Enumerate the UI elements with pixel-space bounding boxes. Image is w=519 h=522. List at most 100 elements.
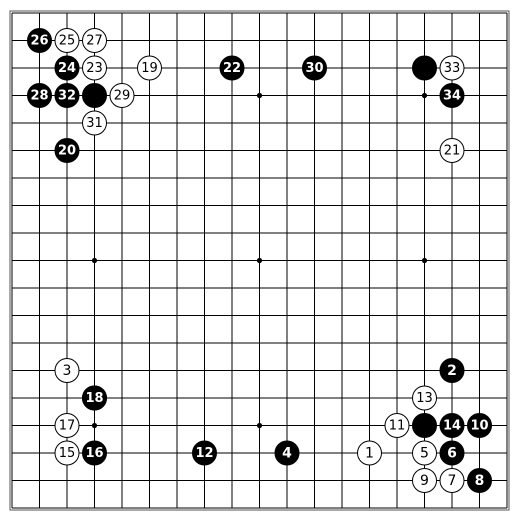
move-number-label: 4 — [282, 446, 292, 462]
stone-disc — [412, 385, 437, 411]
stone-disc — [439, 83, 465, 108]
move-number-label: 15 — [59, 446, 76, 461]
white-stone: 17 — [54, 413, 80, 438]
stone-disc — [54, 358, 80, 383]
move-number-label: 16 — [85, 446, 103, 461]
black-stone: 20 — [54, 138, 80, 163]
stone-disc — [467, 413, 492, 438]
stone-disc — [219, 55, 245, 81]
stone-disc — [82, 55, 107, 81]
move-number-label: 20 — [58, 144, 76, 159]
move-number-label: 1 — [365, 446, 374, 462]
move-number-label: 7 — [448, 473, 457, 489]
move-number-label: 17 — [59, 419, 76, 434]
black-stone: 34 — [439, 83, 465, 108]
move-number-label: 3 — [63, 363, 72, 379]
stone-disc — [137, 55, 162, 81]
move-number-label: 25 — [59, 34, 76, 49]
move-number-label: 34 — [443, 89, 461, 104]
stone-disc — [412, 468, 437, 493]
white-stone: 11 — [384, 413, 410, 438]
black-stone: 28 — [27, 83, 52, 108]
stone-disc — [274, 440, 300, 466]
move-number-label: 26 — [30, 34, 48, 49]
move-number-label: 31 — [86, 116, 103, 131]
stone-disc — [467, 468, 492, 493]
stone-disc — [192, 440, 217, 466]
black-stone — [82, 83, 107, 108]
white-stone: 21 — [439, 138, 465, 163]
star-point — [256, 422, 263, 429]
move-number-label: 32 — [58, 89, 76, 104]
black-stone: 14 — [439, 413, 465, 438]
stone-disc — [439, 468, 465, 493]
move-number-label: 19 — [141, 61, 158, 76]
star-point — [91, 422, 98, 429]
black-stone: 32 — [54, 83, 80, 108]
move-number-label: 12 — [195, 446, 213, 461]
white-stone: 27 — [82, 28, 107, 53]
white-stone: 29 — [109, 83, 135, 108]
stone-disc — [109, 83, 135, 108]
black-stone: 12 — [192, 440, 217, 466]
stone-disc — [302, 55, 327, 81]
white-stone: 7 — [439, 468, 465, 493]
black-stone: 30 — [302, 55, 327, 81]
board-outer-frame — [9, 10, 510, 511]
move-number-label: 24 — [58, 61, 76, 76]
stone-disc — [439, 413, 465, 438]
stone-disc — [439, 440, 465, 466]
black-stone: 4 — [274, 440, 300, 466]
move-number-label: 27 — [86, 34, 103, 49]
white-stone: 9 — [412, 468, 437, 493]
stone-disc — [54, 55, 80, 81]
star-point — [91, 257, 98, 264]
stone-disc — [412, 440, 437, 466]
move-number-label: 18 — [85, 391, 103, 406]
move-number-label: 6 — [447, 446, 457, 462]
stone-disc — [82, 440, 107, 466]
star-point — [256, 257, 263, 264]
stone-disc — [82, 110, 107, 136]
stone-disc — [54, 138, 80, 163]
move-number-label: 5 — [420, 446, 429, 462]
move-number-label: 11 — [389, 419, 406, 434]
move-number-label: 21 — [444, 144, 461, 159]
white-stone: 23 — [82, 55, 107, 81]
stone-disc — [54, 28, 80, 53]
black-stone — [412, 55, 437, 81]
stone-disc — [54, 413, 80, 438]
stone-disc — [384, 413, 410, 438]
move-number-label: 28 — [30, 89, 48, 104]
white-stone: 5 — [412, 440, 437, 466]
black-stone: 8 — [467, 468, 492, 493]
move-number-label: 2 — [447, 363, 457, 379]
black-stone — [412, 413, 437, 438]
move-number-label: 30 — [305, 61, 323, 76]
stone-disc — [412, 55, 437, 81]
black-stone: 6 — [439, 440, 465, 466]
white-stone: 25 — [54, 28, 80, 53]
white-stone: 33 — [439, 55, 465, 81]
stone-disc — [412, 413, 437, 438]
stone-disc — [27, 28, 52, 53]
stone-disc — [82, 385, 107, 411]
stone-disc — [439, 55, 465, 81]
move-number-label: 23 — [86, 61, 103, 76]
stone-disc — [54, 440, 80, 466]
black-stone: 10 — [467, 413, 492, 438]
stone-disc — [82, 28, 107, 53]
move-number-label: 10 — [470, 419, 488, 434]
stone-disc — [27, 83, 52, 108]
white-stone: 1 — [357, 440, 382, 466]
black-stone: 26 — [27, 28, 52, 53]
move-number-label: 22 — [223, 61, 241, 76]
black-stone: 16 — [82, 440, 107, 466]
move-number-label: 9 — [420, 473, 429, 489]
star-point — [421, 257, 428, 264]
star-point — [421, 92, 428, 99]
black-stone: 24 — [54, 55, 80, 81]
white-stone: 19 — [137, 55, 162, 81]
